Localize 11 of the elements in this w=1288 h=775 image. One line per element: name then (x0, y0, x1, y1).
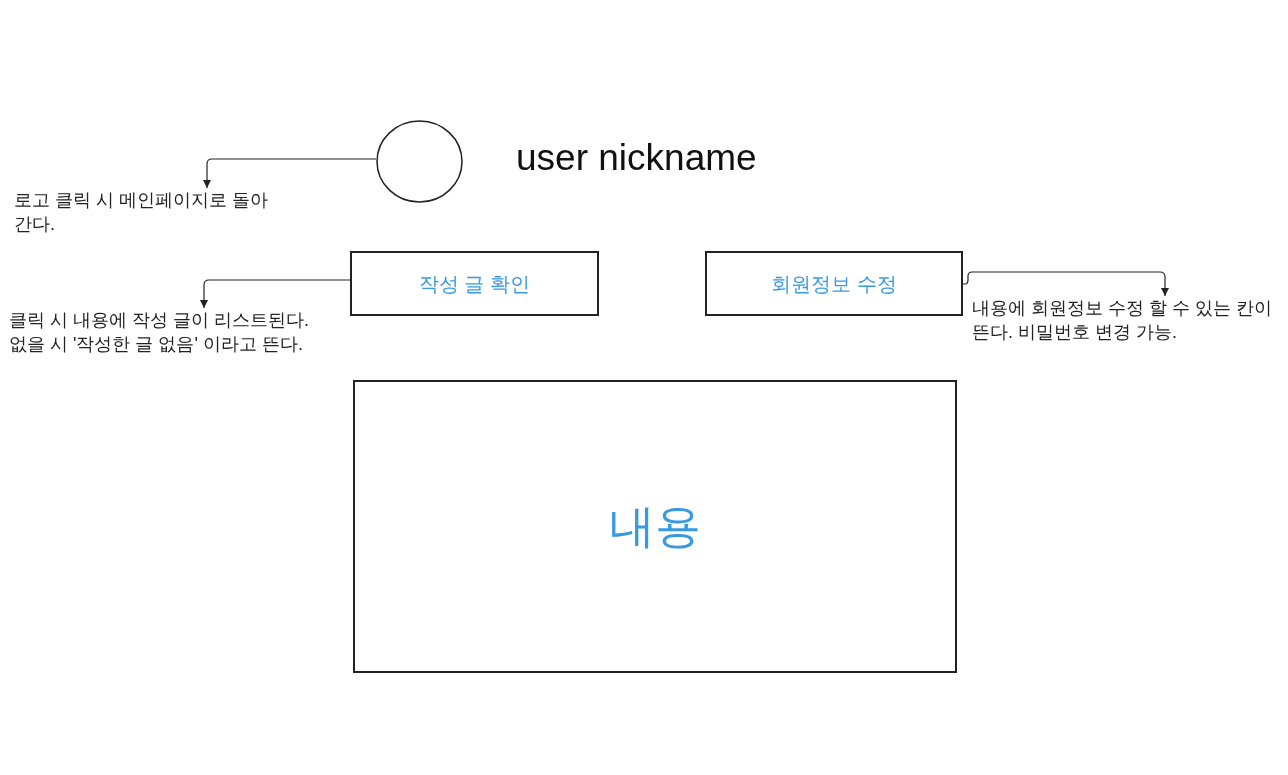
profile-circle (376, 120, 463, 203)
username-text: user nickname (516, 136, 757, 180)
annotation-note: 클릭 시 내용에 작성 글이 리스트된다. 없을 시 '작성한 글 없음' 이라고 뜬다. (9, 308, 309, 386)
menu-button: 회원정보 수정 (705, 251, 963, 316)
arrow (203, 158, 377, 189)
arrow (962, 271, 1169, 297)
annotation-note: 로고 클릭 시 메인페이지로 돌아간다. (14, 188, 284, 240)
content-panel: 내용 (353, 380, 957, 673)
annotation-note: 내용에 회원정보 수정 할 수 있는 칸이 뜬다. 비밀번호 변경 가능. (972, 296, 1288, 348)
menu-button: 작성 글 확인 (350, 251, 599, 316)
arrow (200, 279, 351, 309)
